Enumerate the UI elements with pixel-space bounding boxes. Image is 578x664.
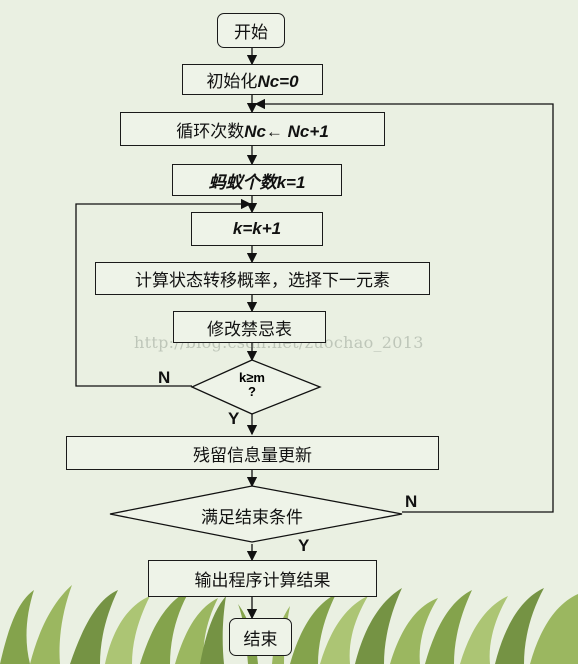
- loop-counter-label: 循环次数Nc← Nc+1: [176, 121, 329, 142]
- decision-k-ge-m-line2: ?: [248, 384, 256, 399]
- decision-k-ge-m-label: k≥m ?: [226, 371, 278, 399]
- start-node: 开始: [217, 13, 285, 48]
- connectors: [75, 48, 554, 620]
- no-label-end: N: [405, 492, 418, 511]
- decision-k-ge-m-line1: k≥m: [239, 370, 265, 385]
- init-label: 初始化Nc=0: [206, 72, 299, 92]
- decision-end-condition: [109, 485, 403, 543]
- edge-check-no-loop: [75, 198, 252, 387]
- yes-label-k: Y: [228, 409, 240, 428]
- ant-count-box: 蚂蚁个数k=1: [172, 164, 342, 196]
- output-box: 输出程序计算结果: [148, 560, 377, 597]
- end-node: 结束: [229, 618, 292, 656]
- pheromone-update-box: 残留信息量更新: [66, 436, 439, 470]
- transition-probability-box: 计算状态转移概率，选择下一元素: [95, 262, 430, 295]
- yes-label-end: Y: [298, 536, 310, 555]
- decision-end-condition-label: 满足结束条件: [201, 508, 303, 528]
- edge-endcond-no-loop: [254, 98, 554, 513]
- init-box: 初始化Nc=0: [182, 64, 323, 95]
- increment-box: k=k+1: [191, 212, 323, 246]
- decision-k-ge-m: [190, 359, 322, 415]
- tabu-update-box: 修改禁忌表: [173, 311, 326, 343]
- no-label-k: N: [158, 368, 171, 387]
- loop-counter-box: 循环次数Nc← Nc+1: [120, 112, 385, 146]
